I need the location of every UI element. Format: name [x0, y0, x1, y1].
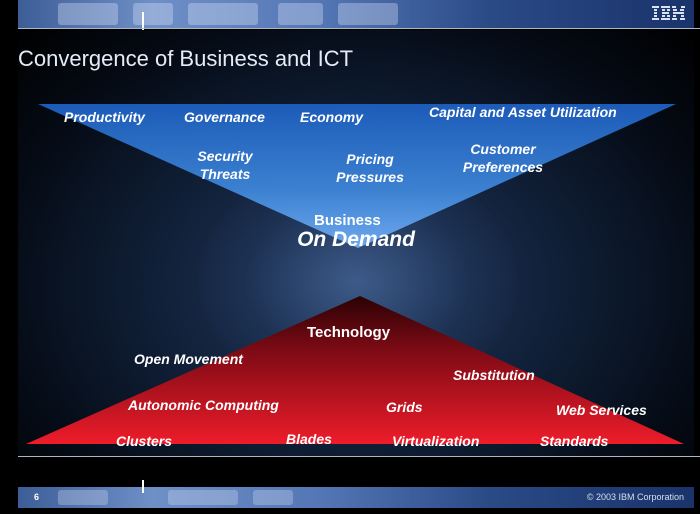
- footer-bar: [18, 487, 694, 508]
- keyword-economy: Economy: [300, 109, 364, 125]
- page-number: 6: [34, 492, 40, 502]
- technology-label: Technology: [307, 324, 391, 341]
- top-divider: [18, 28, 700, 29]
- slide-title: Convergence of Business and ICT: [18, 46, 354, 71]
- keyword-capital-asset-utilization: Capital and Asset Utilization: [429, 104, 617, 120]
- keyword-substitution: Substitution: [453, 367, 535, 383]
- keyword-security-threats: Security Threats: [197, 148, 253, 182]
- ibm-logo: [652, 6, 685, 20]
- keyword-autonomic-computing: Autonomic Computing: [128, 397, 279, 413]
- header-marker: [142, 12, 144, 31]
- business-triangle: [38, 104, 676, 248]
- keyword-productivity: Productivity: [64, 109, 145, 125]
- keyword-virtualization: Virtualization: [392, 433, 480, 449]
- keyword-open-movement: Open Movement: [134, 351, 243, 367]
- technology-triangle: [26, 296, 684, 444]
- keyword-customer-preferences: Customer Preferences: [462, 141, 544, 175]
- business-label: Business: [314, 212, 381, 229]
- bottom-divider: [18, 456, 700, 457]
- keyword-clusters: Clusters: [116, 433, 173, 449]
- keyword-standards: Standards: [540, 433, 609, 449]
- on-demand-label: On Demand: [297, 228, 415, 251]
- convergence-diagram: [26, 104, 684, 444]
- keyword-pricing-pressures: Pricing Pressures: [336, 151, 404, 185]
- diagram-panel: [18, 30, 694, 456]
- keyword-web-services: Web Services: [556, 402, 647, 418]
- keyword-governance: Governance: [184, 109, 265, 125]
- keyword-grids: Grids: [386, 399, 423, 415]
- keyword-blades: Blades: [286, 431, 332, 447]
- copyright-notice: © 2003 IBM Corporation: [586, 492, 684, 502]
- header-bar: [18, 0, 694, 28]
- footer-marker: [142, 480, 144, 493]
